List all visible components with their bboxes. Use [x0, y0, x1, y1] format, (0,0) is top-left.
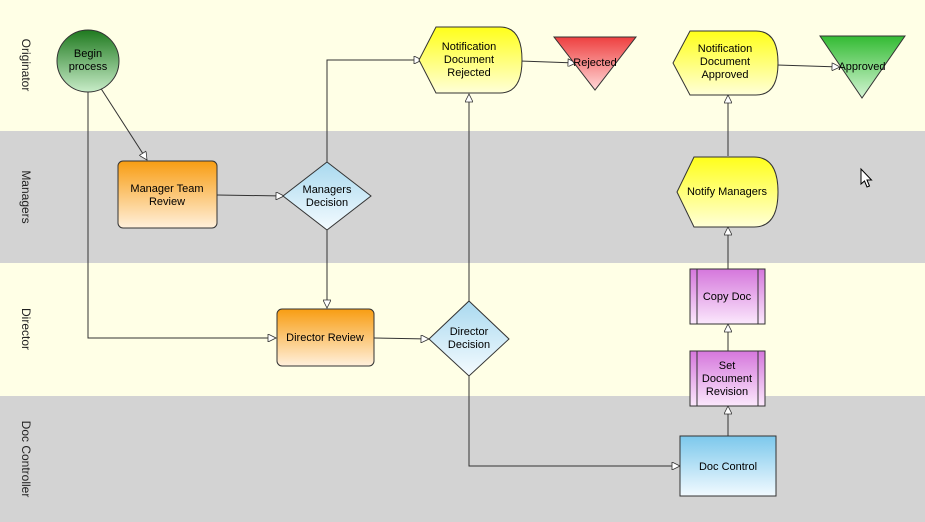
director-decision-line-1: Director	[450, 326, 489, 338]
notify-managers-node[interactable]: Notify Managers	[676, 156, 779, 228]
lane-doc-controller	[0, 396, 925, 522]
notif-rejected-line-1: Notification	[442, 41, 496, 53]
director-decision-gateway[interactable]: Director Decision	[428, 300, 510, 377]
flow-managers-decision-to-notif-rejected[interactable]	[326, 60, 422, 162]
notif-approved-line-1: Notification	[698, 43, 752, 55]
approved-end-node[interactable]: Approved	[819, 35, 906, 99]
doc-control-label: Doc Control	[699, 461, 757, 473]
connectors	[87, 60, 840, 466]
mouse-cursor-icon	[860, 167, 873, 188]
notif-rejected-line-3: Rejected	[447, 67, 490, 79]
flow-manager-review-to-decision[interactable]	[216, 195, 284, 196]
begin-line-1: Begin	[74, 48, 102, 60]
managers-decision-line-1: Managers	[303, 184, 352, 196]
lane-label-managers: Managers	[19, 170, 33, 223]
set-revision-line-1: Set	[719, 360, 736, 372]
notif-approved-line-3: Approved	[701, 69, 748, 81]
approved-label: Approved	[838, 61, 885, 73]
managers-decision-gateway[interactable]: Managers Decision	[282, 161, 372, 231]
notif-rejected-line-2: Document	[444, 54, 494, 66]
copy-doc-subprocess[interactable]: Copy Doc	[689, 268, 766, 325]
set-revision-line-2: Document	[702, 373, 752, 385]
lane-label-director: Director	[19, 308, 33, 350]
notification-rejected-node[interactable]: Notification Document Rejected	[418, 26, 523, 94]
flow-director-decision-to-doc-control[interactable]	[468, 376, 680, 466]
rejected-label: Rejected	[573, 57, 616, 69]
copy-doc-label: Copy Doc	[703, 291, 752, 303]
director-review-label: Director Review	[286, 332, 364, 344]
set-document-revision-subprocess[interactable]: Set Document Revision	[689, 350, 766, 407]
flow-director-review-to-decision[interactable]	[373, 338, 429, 339]
notif-approved-line-2: Document	[700, 56, 750, 68]
notify-managers-label: Notify Managers	[687, 186, 768, 198]
flow-begin-to-director-review[interactable]	[87, 87, 276, 338]
managers-decision-line-2: Decision	[306, 197, 348, 209]
begin-process-node[interactable]: Begin process	[56, 29, 120, 93]
set-revision-line-3: Revision	[706, 386, 748, 398]
manager-review-line-2: Review	[149, 196, 185, 208]
manager-review-line-1: Manager Team	[130, 183, 203, 195]
rejected-end-node[interactable]: Rejected	[552, 36, 638, 91]
manager-team-review-task[interactable]: Manager Team Review	[117, 160, 218, 229]
doc-control-task[interactable]: Doc Control	[679, 435, 777, 497]
begin-line-2: process	[69, 61, 108, 73]
lane-label-originator: Originator	[19, 39, 33, 92]
director-decision-line-2: Decision	[448, 339, 490, 351]
flow-begin-to-manager-review[interactable]	[99, 86, 147, 160]
lane-label-doc-controller: Doc Controller	[19, 421, 33, 498]
flow-notif-approved-to-approved[interactable]	[776, 65, 840, 67]
notification-approved-node[interactable]: Notification Document Approved	[672, 30, 779, 96]
flow-notif-rejected-to-rejected[interactable]	[519, 61, 576, 63]
director-review-task[interactable]: Director Review	[276, 308, 375, 367]
